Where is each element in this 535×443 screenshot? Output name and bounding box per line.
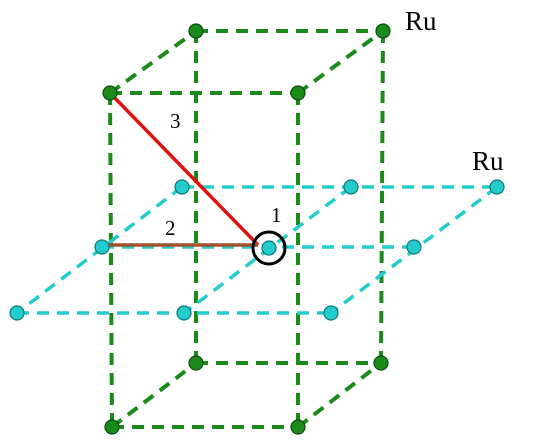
site-1-label: 1: [271, 203, 282, 227]
ru-top-label: Ru: [405, 6, 437, 36]
bond-3-line: [108, 91, 260, 247]
cube-edge: [108, 29, 198, 95]
green-atom: [188, 355, 204, 371]
cube-edge: [379, 30, 385, 364]
cyan-atom: [489, 179, 505, 195]
cyan-plane-edges: [15, 185, 499, 315]
cyan-atom: [174, 179, 190, 195]
cube-edge: [296, 361, 383, 429]
cyan-atom: [343, 179, 359, 195]
green-atom: [373, 355, 389, 371]
green-atom: [102, 85, 118, 101]
cyan-atom: [9, 305, 25, 321]
green-atom: [290, 85, 306, 101]
cyan-atom: [94, 239, 110, 255]
cyan-atom: [406, 239, 422, 255]
cube-edge: [110, 361, 198, 429]
bond-2-label: 2: [165, 216, 176, 240]
cyan-atom-center: [261, 240, 277, 256]
green-atoms: [102, 23, 391, 435]
green-atom: [188, 23, 204, 39]
cube-edge: [296, 29, 385, 95]
cyan-atoms: [9, 179, 505, 321]
green-atom: [290, 419, 306, 435]
cyan-atom: [176, 305, 192, 321]
ru-side-label: Ru: [472, 146, 504, 176]
cyan-atom: [323, 305, 339, 321]
green-cube-edges: [108, 29, 385, 429]
green-atom: [104, 419, 120, 435]
bond-3-label: 3: [170, 109, 181, 133]
cube-edge: [108, 92, 114, 428]
site-1-marker-circle: [251, 230, 287, 266]
green-atom: [375, 23, 391, 39]
